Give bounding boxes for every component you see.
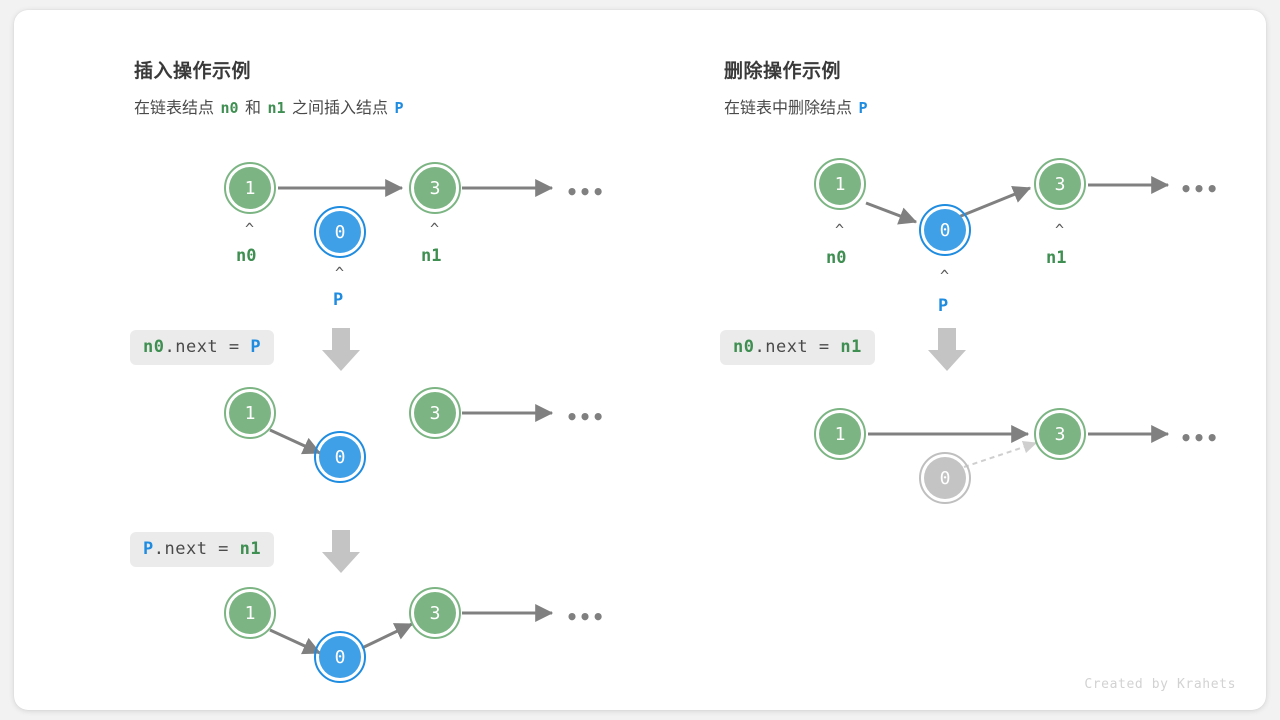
- code-chip-n0-next-p: n0.next = P: [130, 330, 275, 365]
- label-n0-initial: n0: [236, 246, 257, 266]
- label-n1-initial: n1: [421, 246, 442, 266]
- subtitle-token-n0: n0: [220, 99, 239, 117]
- delete-operation-panel: 删除操作示例 在链表中删除结点 P: [640, 10, 1266, 710]
- node-n0-initial-delete: 1: [814, 158, 866, 210]
- ellipsis-final: •••: [566, 605, 606, 629]
- label-p-initial-delete: P: [938, 296, 949, 316]
- edge-p-to-n1-initial: [955, 185, 1032, 220]
- delete-code-token-value: n1: [840, 337, 862, 357]
- node-n1-after-delete: 3: [1034, 408, 1086, 460]
- node-p-initial: 0: [314, 206, 366, 258]
- caret-p-initial: ^: [335, 264, 345, 282]
- insert-panel-title: 插入操作示例: [134, 61, 252, 82]
- delete-subtitle-text: 在链表中删除结点: [724, 100, 853, 117]
- subtitle-token-p: P: [394, 99, 404, 117]
- node-p-step1: 0: [314, 431, 366, 483]
- down-arrow-icon-delete: [928, 328, 966, 371]
- node-n1-initial: 3: [409, 162, 461, 214]
- code-token-middle: .next =: [164, 337, 251, 357]
- node-n1-initial-delete: 3: [1034, 158, 1086, 210]
- caret-n0-initial: ^: [245, 220, 255, 238]
- caret-p-initial-delete: ^: [940, 267, 950, 285]
- insert-panel-subtitle: 在链表结点 n0 和 n1 之间插入结点 P: [134, 94, 405, 118]
- edge-n0-to-p-step2: [269, 628, 322, 655]
- node-p-initial-delete: 0: [919, 204, 971, 256]
- code-token-value-2: n1: [239, 539, 262, 559]
- node-n0-final: 1: [224, 587, 276, 639]
- edge-n0-to-p-initial: [865, 201, 918, 225]
- edge-deleted-p-to-n1: [963, 440, 1038, 468]
- node-p-deleted: 0: [919, 452, 971, 504]
- node-n1-step1: 3: [409, 387, 461, 439]
- diagram-card: 插入操作示例 在链表结点 n0 和 n1 之间插入结点 P: [14, 10, 1266, 710]
- label-n1-initial-delete: n1: [1046, 248, 1067, 268]
- caret-n1-initial: ^: [430, 220, 440, 238]
- ellipsis-initial: •••: [566, 180, 606, 204]
- code-token-value: P: [250, 337, 262, 357]
- code-chip-p-next-n1: P.next = n1: [130, 532, 275, 567]
- down-arrow-icon-step2: [322, 530, 360, 573]
- code-token-middle-2: .next =: [153, 539, 240, 559]
- label-p-initial: P: [333, 290, 344, 310]
- delete-code-token-middle: .next =: [754, 337, 841, 357]
- node-n0-initial: 1: [224, 162, 276, 214]
- caret-n1-initial-delete: ^: [1055, 221, 1065, 239]
- ellipsis-initial-delete: •••: [1180, 177, 1220, 201]
- delete-subtitle-token-p: P: [858, 99, 868, 117]
- subtitle-token-n1: n1: [267, 99, 286, 117]
- code-token-target: n0: [143, 337, 165, 357]
- ellipsis-after-delete: •••: [1180, 426, 1220, 450]
- delete-panel-subtitle: 在链表中删除结点 P: [724, 94, 870, 118]
- caret-n0-initial-delete: ^: [835, 221, 845, 239]
- edge-p-to-n1-step2: [361, 622, 414, 650]
- down-arrow-icon-step1: [322, 328, 360, 371]
- node-n0-after-delete: 1: [814, 408, 866, 460]
- code-chip-n0-next-n1: n0.next = n1: [720, 330, 875, 365]
- delete-panel-title: 删除操作示例: [724, 61, 842, 82]
- label-n0-initial-delete: n0: [826, 248, 847, 268]
- edge-n0-to-p-step1: [269, 428, 322, 455]
- node-n0-step1: 1: [224, 387, 276, 439]
- insert-operation-panel: 插入操作示例 在链表结点 n0 和 n1 之间插入结点 P: [14, 10, 640, 710]
- subtitle-text-part1: 在链表结点: [134, 100, 215, 117]
- credit-footer: Created by Krahets: [1084, 677, 1236, 692]
- delete-code-token-target: n0: [733, 337, 755, 357]
- subtitle-text-part3: 之间插入结点: [291, 100, 388, 117]
- subtitle-text-part2: 和: [244, 100, 261, 117]
- node-n1-final: 3: [409, 587, 461, 639]
- ellipsis-step1: •••: [566, 405, 606, 429]
- node-p-final: 0: [314, 631, 366, 683]
- code-token-target-2: P: [143, 539, 154, 559]
